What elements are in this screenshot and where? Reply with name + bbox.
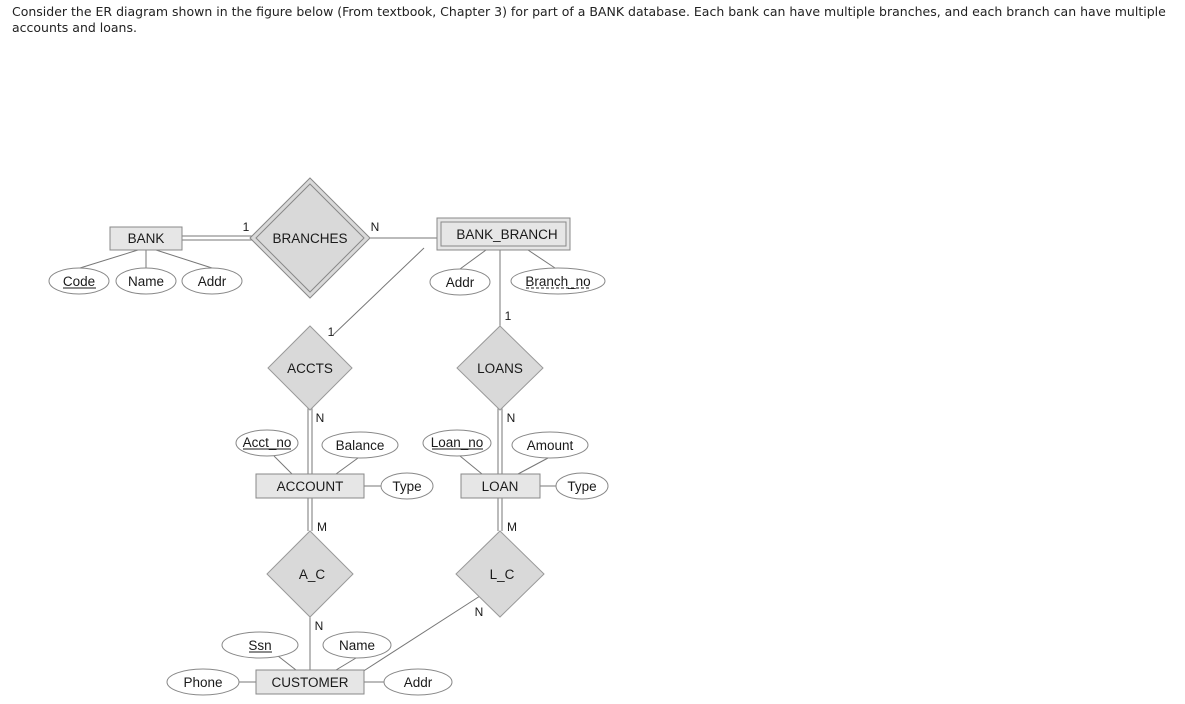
attribute-label-bank-addr: Addr bbox=[198, 274, 227, 289]
connection-lines bbox=[79, 235, 557, 683]
attribute-account-type bbox=[380, 472, 434, 500]
attribute-bank-addr bbox=[181, 267, 243, 295]
relationship-label-branches: BRANCHES bbox=[272, 231, 347, 246]
attribute-label-customer-name: Name bbox=[339, 638, 375, 653]
entity-bank: BANK bbox=[109, 226, 183, 251]
attribute-label-ssn: Ssn bbox=[248, 638, 271, 653]
cardinality-account-a-c: M bbox=[317, 520, 327, 534]
entity-label-bank-branch: BANK_BRANCH bbox=[456, 227, 557, 242]
cardinality-loans-loan: N bbox=[507, 411, 516, 425]
entity-label-bank: BANK bbox=[128, 231, 165, 246]
cardinality-bank-branches: 1 bbox=[243, 220, 250, 234]
attribute-customer-addr bbox=[383, 668, 453, 696]
attribute-label-code: Code bbox=[63, 274, 95, 289]
relationship-label-loans: LOANS bbox=[477, 361, 523, 376]
cardinality-a-c-customer: N bbox=[315, 619, 324, 633]
attribute-balance bbox=[321, 431, 399, 459]
attribute-bank-name bbox=[115, 267, 177, 295]
cardinality-loan-l-c: M bbox=[507, 520, 517, 534]
entity-label-account: ACCOUNT bbox=[277, 479, 344, 494]
attribute-label-phone: Phone bbox=[183, 675, 222, 690]
entity-loan: LOAN bbox=[460, 473, 541, 499]
attribute-loan-type bbox=[555, 472, 609, 500]
attribute-customer-name bbox=[322, 631, 392, 659]
relationship-a-c: A_C bbox=[266, 530, 354, 618]
cardinality-bank-branch-loans: 1 bbox=[505, 309, 512, 323]
attribute-label-loan-type: Type bbox=[567, 479, 596, 494]
cardinality-l-c-customer: N bbox=[475, 605, 484, 619]
cardinality-branches-bank-branch: N bbox=[371, 220, 380, 234]
attribute-label-amount: Amount bbox=[527, 438, 574, 453]
relationship-loans: LOANS bbox=[456, 325, 544, 411]
relationship-label-accts: ACCTS bbox=[287, 361, 333, 376]
entity-account: ACCOUNT bbox=[255, 473, 365, 499]
cardinality-bank-branch-accts: 1 bbox=[328, 325, 335, 339]
attribute-label-bank-name: Name bbox=[128, 274, 164, 289]
relationship-l-c: L_C bbox=[455, 530, 545, 618]
entity-label-customer: CUSTOMER bbox=[271, 675, 348, 690]
key-underlines bbox=[63, 287, 590, 653]
attribute-label-account-type: Type bbox=[392, 479, 421, 494]
relationship-label-a-c: A_C bbox=[299, 567, 326, 582]
attribute-label-branch-no: Branch_no bbox=[525, 274, 590, 289]
attribute-amount bbox=[511, 431, 589, 459]
question-text: Consider the ER diagram shown in the fig… bbox=[12, 4, 1166, 35]
attribute-label-customer-addr: Addr bbox=[404, 675, 433, 690]
relationship-branches: BRANCHES bbox=[249, 177, 371, 299]
entity-label-loan: LOAN bbox=[482, 479, 519, 494]
entity-bank-branch: BANK_BRANCH bbox=[436, 217, 571, 251]
attribute-label-acct-no: Acct_no bbox=[243, 435, 292, 450]
cardinality-accts-account: N bbox=[316, 411, 325, 425]
attribute-label-branch-addr: Addr bbox=[446, 275, 475, 290]
relationship-accts: ACCTS bbox=[267, 325, 353, 411]
attribute-phone bbox=[166, 668, 240, 696]
entity-customer: CUSTOMER bbox=[255, 669, 365, 695]
attribute-label-loan-no: Loan_no bbox=[431, 435, 484, 450]
relationship-label-l-c: L_C bbox=[490, 567, 515, 582]
attribute-label-balance: Balance bbox=[336, 438, 385, 453]
attribute-ssn bbox=[221, 631, 299, 659]
attribute-branch-addr bbox=[429, 268, 491, 296]
